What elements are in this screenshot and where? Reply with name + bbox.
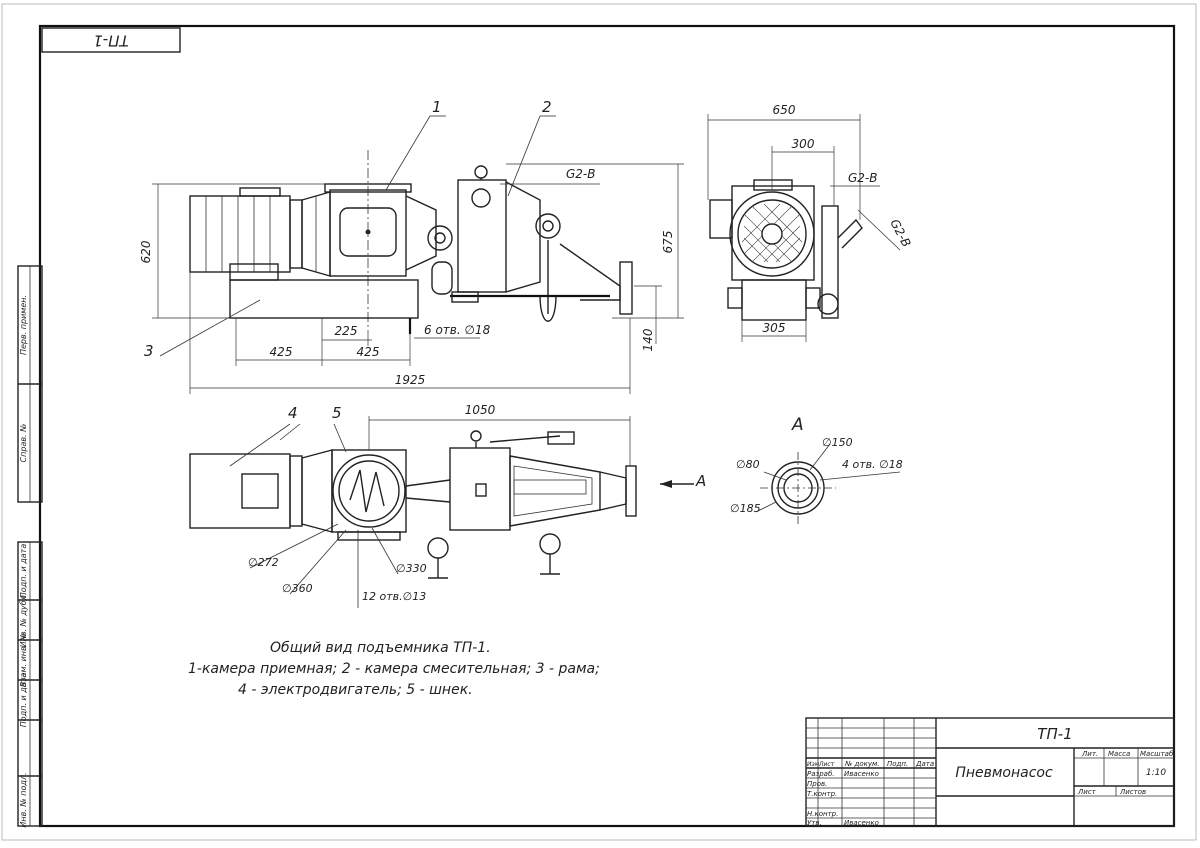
view-a: A ∅150 ∅80 4 отв. ∅18 ∅185 [730,415,903,524]
title-block: ТП-1 Пневмонасос Изм Лист № докум. Подп.… [805,717,1175,827]
strip-label: Инв. № дубл. [19,593,28,648]
dim-330: ∅330 [396,562,427,575]
tb-col-podp: Подп. [887,760,908,768]
side-view: 650 300 G2-B G2-B 305 [707,103,914,342]
dim-620: 620 [139,240,153,263]
caption-line-1: Общий вид подъемника ТП-1. [270,640,491,656]
strip-label: Инв. № подл. [19,772,28,827]
dim-425-left: 425 [270,345,293,359]
dim-675: 675 [661,231,675,254]
tb-col-list: Лист [818,761,835,768]
caption-line-3: 4 - электродвигатель; 5 - шнек. [238,682,473,698]
tb-scale: 1:10 [1146,768,1166,778]
sheet-code: ТП-1 [93,32,128,50]
strip-label: Подп. и дата [19,673,28,728]
view-a-arrow-label: A [695,472,706,490]
tb-col-data: Дата [915,760,934,768]
drawing-frame [38,24,1176,828]
front-view: 1 2 3 1925 620 675 225 425 425 6 отв. ∅1… [139,98,684,394]
callout-4: 4 [288,404,298,422]
tb-utv-name: Ивасенко [844,819,879,827]
dim-650: 650 [773,103,796,117]
dim-1050: 1050 [465,403,496,417]
strip-label: Подп. и дата [19,544,28,599]
dim-g2b-side: G2-B [848,171,878,185]
caption-line-2: 1-камера приемная; 2 - камера смесительн… [188,661,600,677]
dim-6-holes: 6 отв. ∅18 [424,323,491,337]
tb-listov: Листов [1119,788,1146,796]
tb-col-izm: Изм [807,761,820,768]
tb-massa: Масса [1108,750,1130,758]
frame [229,279,419,319]
callout-3: 3 [144,342,154,360]
dim-425-right: 425 [357,345,380,359]
dim-185: ∅185 [730,502,761,515]
front-motor [189,195,291,273]
title-designation: ТП-1 [1037,725,1072,743]
strip-label: Перв. примен. [19,295,28,355]
dim-140: 140 [641,328,655,351]
dim-4-holes: 4 отв. ∅18 [842,458,903,471]
dim-g2b-diag: G2-B [887,217,913,250]
tb-lit: Лит. [1081,750,1098,758]
view-a-title: A [791,415,804,435]
dim-80: ∅80 [736,458,760,471]
tb-row-nkontr: Н.контр. [807,810,838,818]
dim-1925: 1925 [395,373,426,387]
tb-col-doc: № докум. [844,760,880,768]
caption: Общий вид подъемника ТП-1. 1-камера прие… [188,640,600,698]
sheet-code-box: ТП-1 [41,27,181,53]
dim-12-holes: 12 отв.∅13 [362,590,426,603]
dim-360: ∅360 [282,582,313,595]
scan-edge [1,3,1197,841]
dim-300: 300 [792,137,815,151]
callout-5: 5 [332,404,342,422]
tb-row-prov: Пров. [807,780,827,788]
dim-g2b-front: G2-B [566,167,596,181]
dim-225: 225 [335,324,358,338]
title-name: Пневмонасос [955,765,1053,781]
dim-272: ∅272 [248,556,279,569]
top-view: 1050 4 5 ∅272 ∅360 ∅330 12 отв.∅13 A [189,403,706,608]
tb-row-tkontr: Т.контр. [807,790,837,798]
dim-305: 305 [763,321,786,335]
left-strip: Перв. примен. Справ. № Подп. и дата Инв.… [17,265,43,828]
strip-label: Взам. инв. № [19,633,28,687]
tb-row-utv: Утв. [807,819,822,827]
tb-row-razrab: Разраб. [807,770,835,778]
tb-list: Лист [1077,788,1097,796]
callout-2: 2 [542,98,552,116]
tb-masshtab: Масштаб [1140,750,1174,758]
strip-label: Справ. № [19,424,28,463]
tb-razrab-name: Ивасенко [844,770,879,778]
dim-150: ∅150 [822,436,853,449]
mixing-chamber [457,179,507,293]
callout-1: 1 [432,98,442,116]
